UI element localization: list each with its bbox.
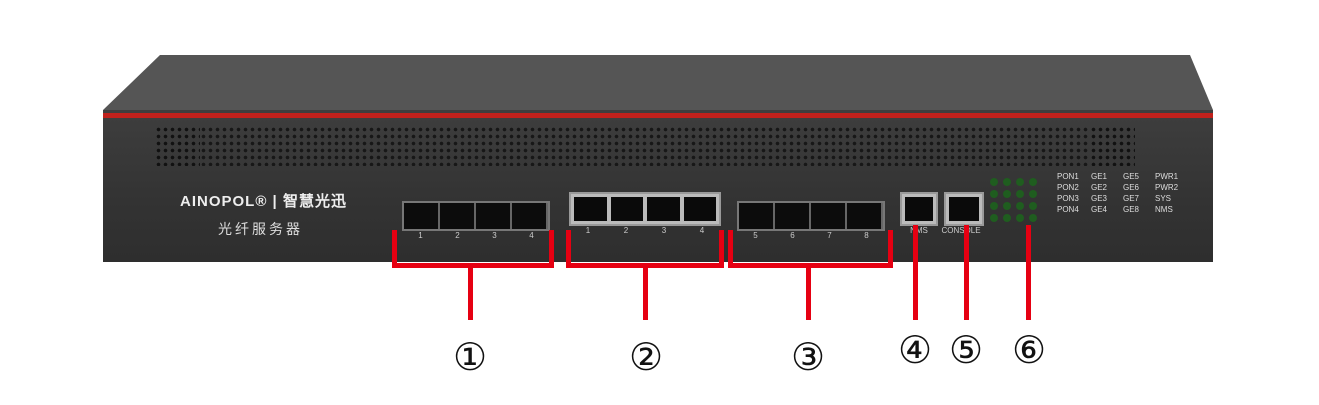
port-label: 6 xyxy=(790,231,795,240)
port-label: 8 xyxy=(864,231,869,240)
callout-4: ④ xyxy=(897,330,933,372)
status-led xyxy=(990,190,998,198)
annotation-line xyxy=(643,263,648,320)
sfp-port[interactable] xyxy=(847,203,883,229)
led-label: GE3 xyxy=(1091,194,1108,203)
status-led xyxy=(1016,202,1024,210)
led-label: PON4 xyxy=(1057,205,1079,214)
status-led xyxy=(1029,190,1037,198)
port-label: 5 xyxy=(753,231,758,240)
status-led xyxy=(1029,202,1037,210)
annotation-line xyxy=(806,263,811,320)
status-led xyxy=(1016,214,1024,222)
vent-main xyxy=(200,126,1090,166)
callout-5: ⑤ xyxy=(948,330,984,372)
pointer-5 xyxy=(964,225,969,320)
sfp-port[interactable] xyxy=(811,203,847,229)
vent-right xyxy=(1090,126,1135,166)
callout-1: ① xyxy=(452,337,488,379)
status-led xyxy=(990,202,998,210)
port-label: 4 xyxy=(699,226,705,235)
port-label: 1 xyxy=(418,231,423,240)
led-label: PWR1 xyxy=(1155,172,1179,181)
status-led xyxy=(1029,178,1037,186)
status-led xyxy=(1003,202,1011,210)
status-led xyxy=(1016,190,1024,198)
led-label: GE6 xyxy=(1123,183,1140,192)
annotation-line xyxy=(888,230,893,268)
sfp-port[interactable] xyxy=(512,203,548,229)
port-label: 3 xyxy=(661,226,667,235)
status-led xyxy=(1003,178,1011,186)
nms-port[interactable] xyxy=(905,197,933,221)
rj45-port[interactable] xyxy=(647,197,680,221)
vent-left xyxy=(155,126,200,166)
nms-port-block: NMS xyxy=(900,192,938,235)
console-port[interactable] xyxy=(949,197,979,221)
product-name: 光纤服务器 xyxy=(218,221,303,237)
port-label: 2 xyxy=(455,231,460,240)
sfp-group-3: 5 6 7 8 xyxy=(737,201,885,240)
status-led xyxy=(1003,214,1011,222)
led-label: GE1 xyxy=(1091,172,1108,181)
led-label: SYS xyxy=(1155,194,1172,203)
led-label: PON1 xyxy=(1057,172,1079,181)
port-label: 3 xyxy=(492,231,497,240)
annotation-line xyxy=(728,230,733,268)
port-label: 2 xyxy=(623,226,629,235)
sfp-port[interactable] xyxy=(775,203,811,229)
bracket-1 xyxy=(392,263,554,268)
brand-logo: AINOPOL® | 智慧光迅 xyxy=(180,193,347,210)
nms-label: NMS xyxy=(910,226,928,235)
status-led xyxy=(990,178,998,186)
led-label: NMS xyxy=(1155,205,1173,214)
sfp-group-1: 1 2 3 4 xyxy=(402,201,550,240)
callout-6: ⑥ xyxy=(1011,330,1047,372)
port-label: 1 xyxy=(585,226,591,235)
led-label: PON2 xyxy=(1057,183,1079,192)
callout-2: ② xyxy=(628,337,664,379)
sfp-port[interactable] xyxy=(739,203,775,229)
led-label: GE7 xyxy=(1123,194,1140,203)
rj45-port[interactable] xyxy=(610,197,643,221)
callout-3: ③ xyxy=(790,337,826,379)
led-label: GE2 xyxy=(1091,183,1108,192)
annotation-line xyxy=(719,230,724,268)
pointer-6 xyxy=(1026,225,1031,320)
pointer-4 xyxy=(913,225,918,320)
port-label: 4 xyxy=(529,231,534,240)
sfp-port[interactable] xyxy=(440,203,476,229)
status-led xyxy=(990,214,998,222)
led-label: GE8 xyxy=(1123,205,1140,214)
led-label: PON3 xyxy=(1057,194,1079,203)
status-led xyxy=(1029,214,1037,222)
status-led xyxy=(1016,178,1024,186)
sfp-port[interactable] xyxy=(476,203,512,229)
led-panel xyxy=(990,178,1037,222)
rj45-port[interactable] xyxy=(683,197,716,221)
console-label: CONSOLE xyxy=(941,226,981,235)
led-label: GE5 xyxy=(1123,172,1140,181)
port-label: 7 xyxy=(827,231,832,240)
annotation-line xyxy=(468,263,473,320)
red-stripe xyxy=(103,113,1213,118)
led-label: PWR2 xyxy=(1155,183,1179,192)
status-led xyxy=(1003,190,1011,198)
rj45-port[interactable] xyxy=(574,197,607,221)
led-label: GE4 xyxy=(1091,205,1108,214)
sfp-port[interactable] xyxy=(404,203,440,229)
annotation-line xyxy=(566,230,571,268)
annotation-line xyxy=(549,230,554,268)
annotation-line xyxy=(392,230,397,268)
rj45-group-2: 1 2 3 4 xyxy=(569,192,721,235)
